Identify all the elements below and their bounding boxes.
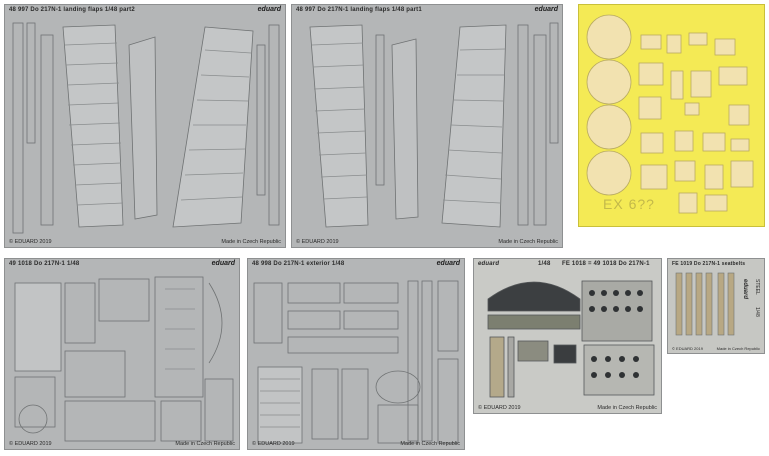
- copyright-text: © EDUARD 2019: [672, 346, 703, 351]
- fe-color-parts: [487, 280, 655, 398]
- eduard-logo: eduard: [742, 279, 748, 300]
- mask-sheet: EX 6??: [578, 4, 765, 227]
- made-in-text: Made in Czech Republic: [400, 441, 460, 447]
- copyright-text: © EDUARD 2019: [252, 441, 295, 447]
- seatbelts-sheet: FE 1019 Do 217N-1 seatbelts eduard STEEL…: [667, 258, 765, 354]
- interior-parts: [14, 276, 234, 442]
- sheet-header: FE 1019 Do 217N-1 seatbelts: [672, 261, 746, 267]
- landing-flaps-part2-sheet: 48 997 Do 217N-1 landing flaps 1/48 part…: [4, 4, 286, 248]
- fe-color-sheet: eduard 1/48 FE 1018 = 49 1018 Do 217N-1 …: [473, 258, 662, 414]
- copyright-text: © EDUARD 2019: [9, 239, 52, 245]
- mask-watermark: EX 6??: [603, 196, 655, 212]
- sheet-header: 48 997 Do 217N-1 landing flaps 1/48 part…: [9, 7, 135, 13]
- made-in-text: Made in Czech Republic: [175, 441, 235, 447]
- landing-flaps-part1-sheet: 48 997 Do 217N-1 landing flaps 1/48 part…: [291, 4, 563, 248]
- landing-flaps-part1-parts: [309, 22, 559, 228]
- eduard-logo: eduard: [436, 260, 460, 267]
- eduard-logo: eduard: [478, 261, 500, 267]
- eduard-logo: eduard: [534, 6, 558, 13]
- copyright-text: © EDUARD 2019: [296, 239, 339, 245]
- copyright-text: © EDUARD 2019: [478, 405, 521, 411]
- landing-flaps-part2-parts: [12, 22, 280, 234]
- seatbelts-parts: [675, 272, 735, 336]
- sheet-header: FE 1018 = 49 1018 Do 217N-1: [562, 261, 650, 267]
- exterior-parts: [253, 280, 459, 444]
- sheet-header: 48 998 Do 217N-1 exterior 1/48: [252, 261, 345, 267]
- eduard-logo: eduard: [257, 6, 281, 13]
- copyright-text: © EDUARD 2019: [9, 441, 52, 447]
- made-in-text: Made in Czech Republic: [716, 346, 760, 351]
- sheet-header: 49 1018 Do 217N-1 1/48: [9, 261, 80, 267]
- scale-label: 1/48: [754, 307, 760, 317]
- exterior-sheet: 48 998 Do 217N-1 exterior 1/48 eduard © …: [247, 258, 465, 450]
- mask-parts: [586, 14, 754, 214]
- eduard-logo: eduard: [211, 260, 235, 267]
- scale-label: 1/48: [538, 261, 551, 267]
- made-in-text: Made in Czech Republic: [498, 239, 558, 245]
- made-in-text: Made in Czech Republic: [221, 239, 281, 245]
- sheet-header: 48 997 Do 217N-1 landing flaps 1/48 part…: [296, 7, 422, 13]
- steel-label: STEEL: [754, 279, 760, 295]
- made-in-text: Made in Czech Republic: [597, 405, 657, 411]
- interior-sheet: 49 1018 Do 217N-1 1/48 eduard © EDUARD 2…: [4, 258, 240, 450]
